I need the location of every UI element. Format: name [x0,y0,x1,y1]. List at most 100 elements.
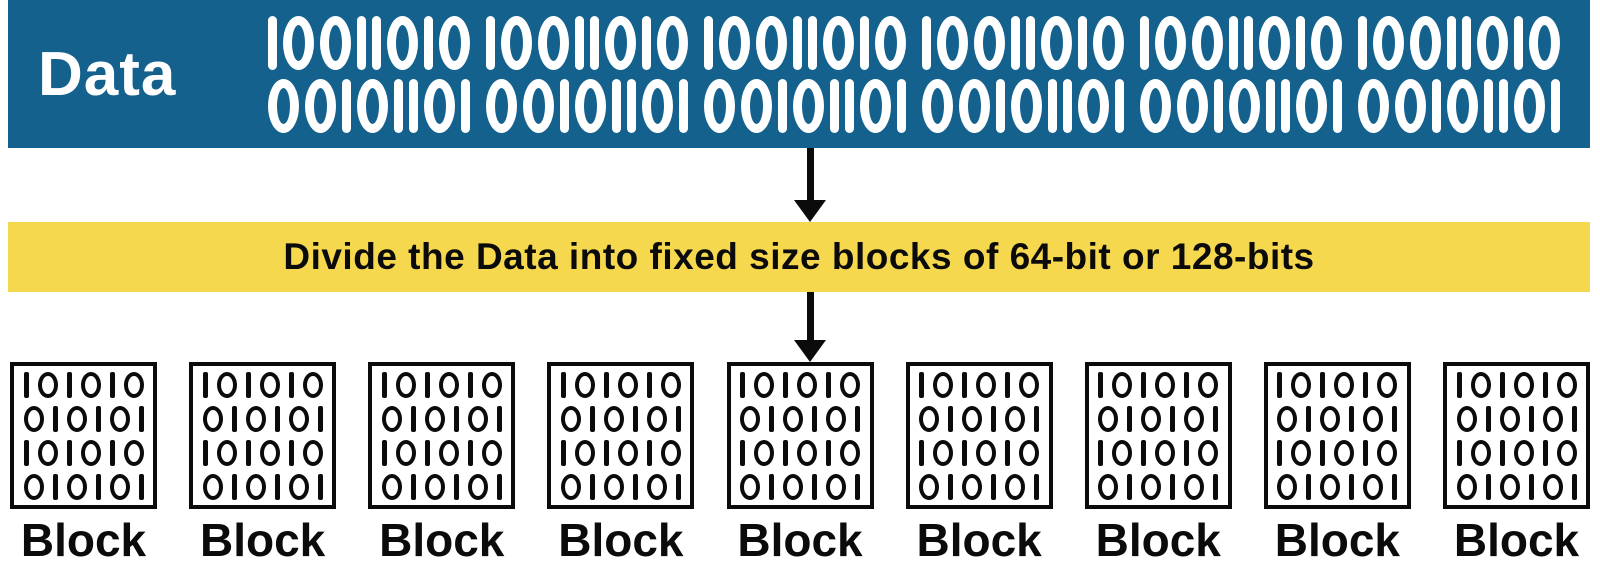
bit-1 [603,439,609,466]
block-item: Block [547,362,695,566]
bit-1 [52,473,58,500]
bit-1 [52,405,58,432]
bit-1 [575,15,584,70]
bit-0 [922,78,953,133]
block-binary-row [1089,371,1228,398]
bit-1 [1170,405,1176,432]
bit-0 [202,405,223,432]
bit-1 [603,371,609,398]
blocks-row: Block Block Block Block Block Block Bloc… [10,362,1590,566]
bit-0 [1078,78,1109,133]
block-binary-grid [10,362,157,509]
bit-1 [845,78,854,133]
bit-1 [1229,15,1238,70]
bit-0 [617,439,638,466]
bit-1 [1456,439,1462,466]
block-binary-row [14,371,153,398]
bit-0 [1141,473,1162,500]
bit-0 [283,15,314,70]
bit-1 [453,405,459,432]
bit-0 [560,473,581,500]
bit-0 [202,473,223,500]
bit-0 [486,78,517,133]
bit-1 [381,439,387,466]
block-label: Block [737,514,863,566]
bit-1 [23,371,29,398]
bit-0 [754,439,774,466]
bit-1 [1184,439,1190,466]
block-binary-row [910,371,1049,398]
bit-1 [1213,473,1219,500]
bit-1 [486,15,495,70]
bit-1 [274,473,280,500]
bit-1 [453,473,459,500]
bit-1 [1349,405,1355,432]
bit-0 [1542,405,1563,432]
bit-1 [860,15,869,70]
bit-0 [1098,473,1119,500]
bit-1 [1447,15,1456,70]
bit-0 [574,439,595,466]
bit-1 [381,371,387,398]
bit-0 [1198,439,1219,466]
bit-0 [1005,405,1026,432]
bit-1 [231,473,237,500]
bit-0 [109,473,130,500]
bit-0 [481,439,502,466]
bit-0 [424,473,445,500]
block-binary-row [1089,405,1228,432]
bit-1 [812,405,817,432]
bit-0 [754,371,774,398]
bit-1 [675,473,681,500]
bit-0 [1291,371,1312,398]
bit-0 [424,405,445,432]
bit-1 [1306,473,1312,500]
bit-0 [1177,78,1208,133]
bit-0 [1320,405,1341,432]
bit-1 [1528,473,1534,500]
block-binary-row [1268,473,1407,500]
block-binary-row [551,473,690,500]
block-binary-row [372,439,511,466]
bit-1 [1462,15,1471,70]
bit-1 [231,405,237,432]
bit-0 [1377,371,1398,398]
bit-0 [657,15,688,70]
block-binary-row [731,405,870,432]
bit-0 [1477,15,1508,70]
bit-0 [1363,473,1384,500]
bit-1 [1363,439,1369,466]
bit-1 [1078,15,1087,70]
bit-0 [840,371,860,398]
bit-0 [962,473,983,500]
block-binary-row [1268,371,1407,398]
bit-1 [1140,15,1149,70]
bit-0 [259,371,280,398]
bit-1 [1098,371,1104,398]
bit-0 [501,15,532,70]
bit-0 [1456,473,1477,500]
block-binary-row [1447,473,1586,500]
bit-1 [496,473,502,500]
bit-0 [1373,15,1404,70]
bit-1 [919,439,925,466]
bit-1 [409,78,418,133]
block-item: Block [189,362,337,566]
block-binary-row [1089,473,1228,500]
block-binary-grid [1263,362,1411,509]
bit-1 [1277,439,1283,466]
bit-1 [897,78,906,133]
bit-0 [1311,15,1342,70]
bit-0 [467,473,488,500]
bit-1 [948,473,954,500]
block-label: Block [916,514,1042,566]
bit-0 [1395,78,1426,133]
bit-1 [646,371,652,398]
bit-1 [496,405,502,432]
bit-1 [1141,371,1147,398]
bit-0 [660,439,681,466]
bit-0 [1277,405,1298,432]
bit-0 [574,371,595,398]
bit-1 [245,371,251,398]
bit-0 [793,78,824,133]
